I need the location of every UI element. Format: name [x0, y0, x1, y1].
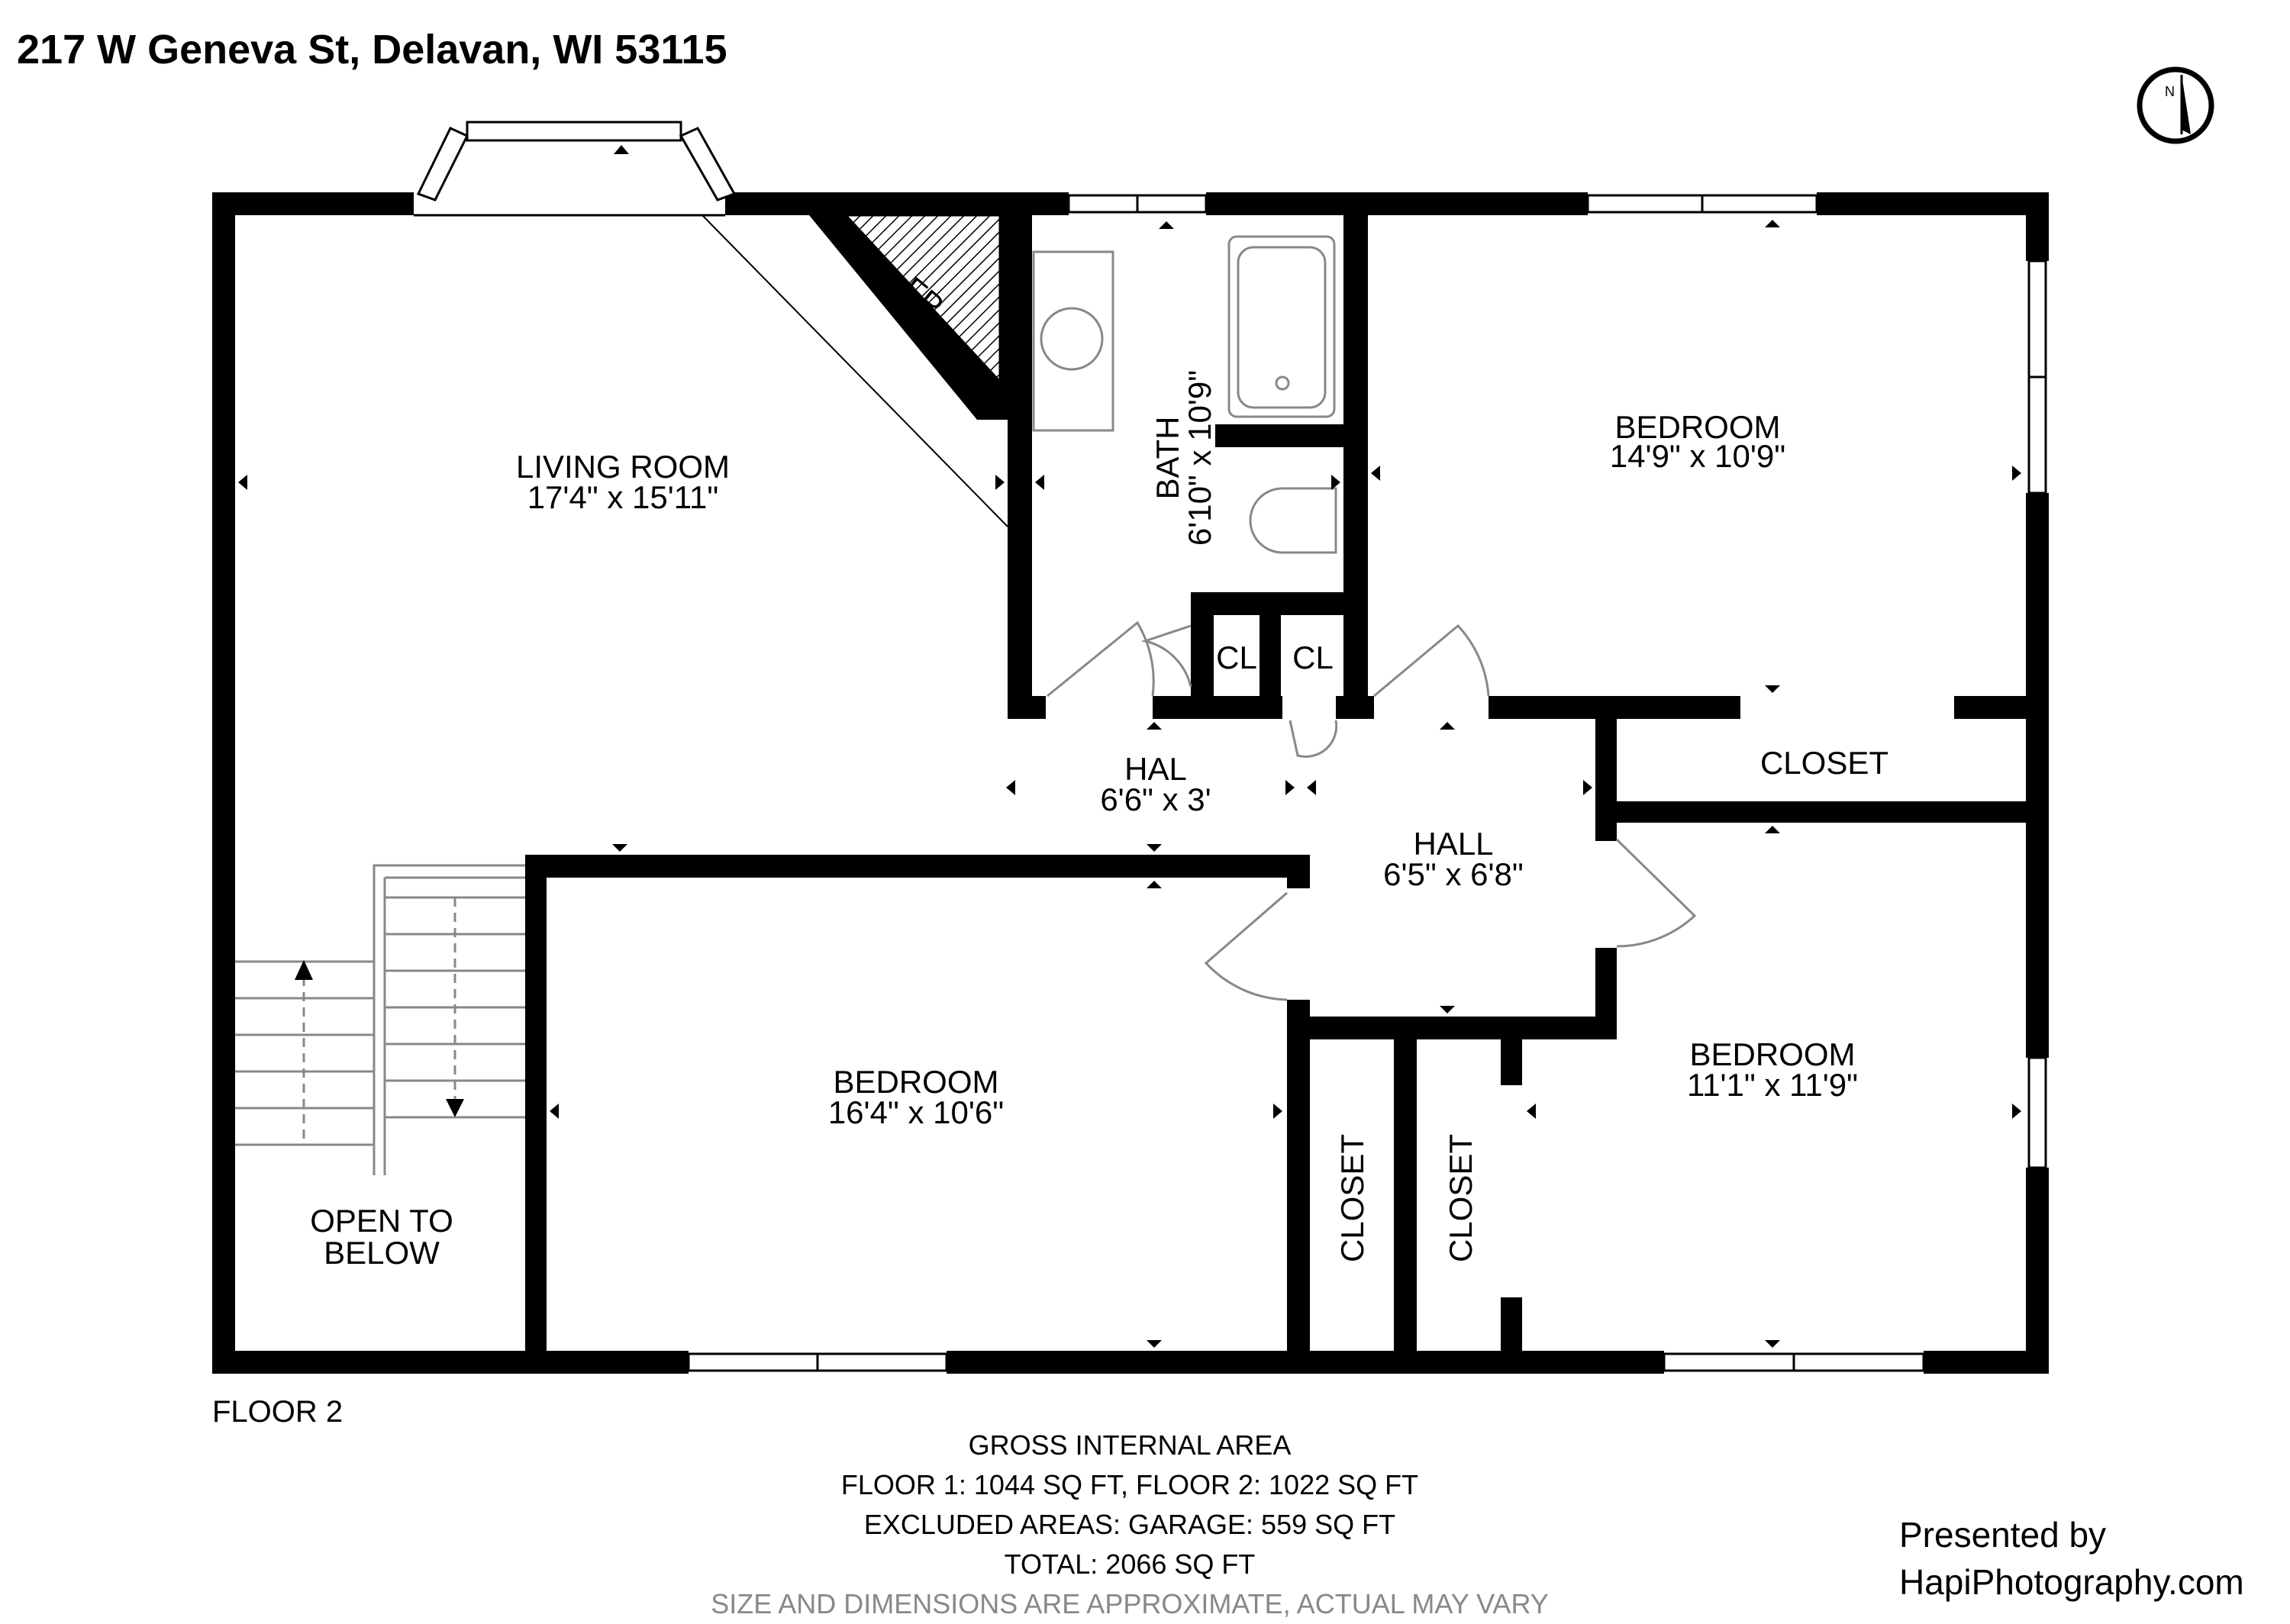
living-room-dims: 17'4" x 15'11"	[527, 479, 719, 515]
stair-down-arrow-icon	[446, 1099, 464, 1117]
windows	[687, 194, 2047, 1372]
closet-e-label: CLOSET	[1760, 745, 1888, 781]
credit-line1: Presented by	[1899, 1515, 2107, 1555]
area-summary: GROSS INTERNAL AREA FLOOR 1: 1044 SQ FT,…	[595, 1426, 1664, 1624]
closet-b-label: CL	[1292, 640, 1334, 675]
bedroom-se-name: BEDROOM	[1689, 1036, 1855, 1072]
doors	[1047, 620, 1697, 1001]
dimension-markers	[238, 145, 2021, 1348]
area-total: TOTAL: 2066 SQ FT	[1004, 1548, 1256, 1580]
area-excluded: EXCLUDED AREAS: GARAGE: 559 SQ FT	[863, 1509, 1396, 1540]
bedroom-ne-dims: 14'9" x 10'9"	[1610, 438, 1785, 474]
open-below-line2: BELOW	[324, 1235, 440, 1271]
credit-line2: HapiPhotography.com	[1899, 1562, 2244, 1602]
floor-label: FLOOR 2	[212, 1395, 344, 1429]
hall-name: HALL	[1413, 826, 1493, 862]
stairs	[235, 864, 525, 1175]
north-compass-icon: N	[2137, 66, 2214, 144]
area-disclaimer: SIZE AND DIMENSIONS ARE APPROXIMATE, ACT…	[711, 1588, 1549, 1619]
fireplace: FP	[702, 214, 1015, 527]
open-below-line1: OPEN TO	[310, 1203, 453, 1239]
exterior-walls	[212, 192, 2049, 1374]
address-title: 217 W Geneva St, Delavan, WI 53115	[17, 27, 727, 72]
bath-fixtures	[1032, 235, 1337, 554]
closet-1-label: CLOSET	[1334, 1134, 1370, 1262]
bay-window	[414, 121, 737, 217]
stair-up-arrow-icon	[295, 960, 313, 980]
interior-walls	[525, 215, 2026, 1351]
bedroom-sw-dims: 16'4" x 10'6"	[828, 1094, 1004, 1130]
closet-a-label: CL	[1216, 640, 1257, 675]
bath-dims: 6'10" x 10'9"	[1182, 370, 1218, 546]
compass-north-label: N	[2165, 84, 2175, 99]
hal-dims: 6'6" x 3'	[1100, 781, 1211, 817]
living-room-name: LIVING ROOM	[516, 449, 730, 485]
area-title: GROSS INTERNAL AREA	[968, 1429, 1292, 1461]
hal-name: HAL	[1124, 751, 1187, 787]
bath-name: BATH	[1150, 417, 1185, 500]
hall-dims: 6'5" x 6'8"	[1383, 856, 1524, 892]
area-floors: FLOOR 1: 1044 SQ FT, FLOOR 2: 1022 SQ FT	[840, 1469, 1419, 1500]
bedroom-sw-name: BEDROOM	[833, 1064, 998, 1100]
closet-2-label: CLOSET	[1443, 1134, 1479, 1262]
credit: Presented by HapiPhotography.com	[1899, 1511, 2244, 1606]
bedroom-ne-name: BEDROOM	[1614, 409, 1780, 445]
room-labels: LIVING ROOM 17'4" x 15'11" BATH 6'10" x …	[310, 370, 1888, 1271]
bedroom-se-dims: 11'1" x 11'9"	[1687, 1067, 1858, 1103]
